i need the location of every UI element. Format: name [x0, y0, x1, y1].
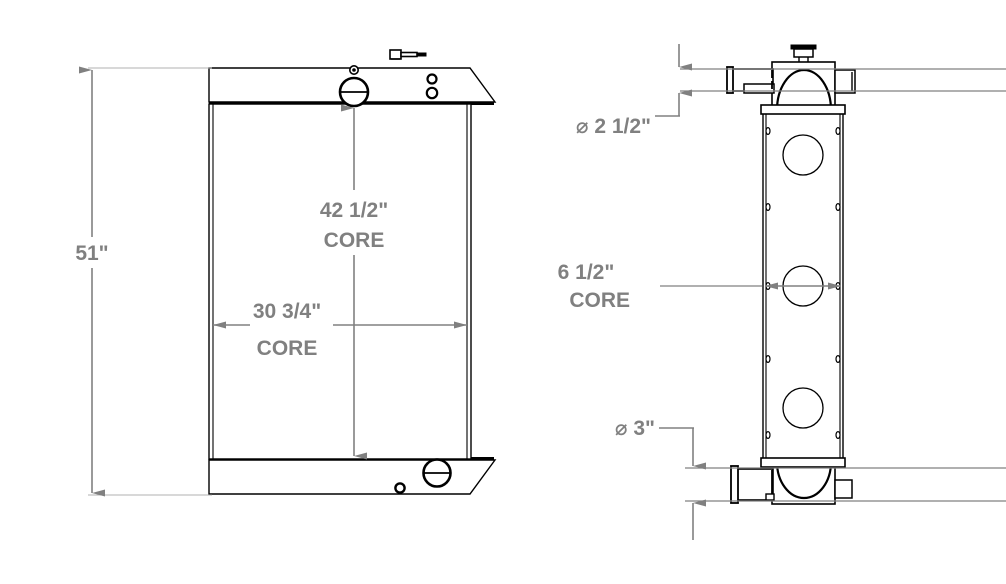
side-bolt-l1 [765, 126, 771, 135]
outlet-diameter-dimension: ⌀ 3" [615, 417, 1006, 540]
top-hose-flange [726, 66, 734, 94]
front-core [208, 103, 472, 460]
side-filler-neck [793, 48, 814, 58]
core-height-label-value: 42 1/2" [320, 199, 388, 222]
side-bottom-stub [834, 479, 853, 499]
core-inner-rect [212, 103, 468, 460]
side-bolt-r4 [835, 355, 841, 364]
side-filler-cap [790, 44, 817, 50]
side-bolt-r5 [835, 431, 841, 440]
side-bottom-tank [760, 457, 853, 505]
lower-plug-outer [394, 482, 406, 494]
core-width-label-value: 30 3/4" [253, 300, 321, 323]
core-depth-label-value: 6 1/2" [558, 261, 615, 284]
cap-bolt-inner [352, 68, 356, 72]
overall-height-label: 51" [75, 242, 108, 265]
core-depth-label-core: CORE [569, 289, 630, 312]
bottom-hose-flange [730, 465, 739, 504]
upper-port-1 [426, 73, 438, 85]
cap-bolt-circle [348, 65, 359, 76]
side-bottom-tank-flange [760, 457, 846, 468]
front-view [208, 49, 497, 495]
top-hose-lower-stub [743, 83, 775, 94]
valve-fitting [389, 49, 427, 60]
core-height-label-core: CORE [324, 229, 385, 252]
side-bolt-r2 [835, 203, 841, 212]
side-core-hole-top [782, 134, 824, 176]
valve-tip [416, 52, 427, 57]
outlet-diameter-label: ⌀ 3" [615, 417, 655, 440]
core-height-dimension: 42 1/2" CORE [320, 104, 388, 460]
side-core-hole-bottom [782, 387, 824, 429]
side-bottom-tank-dome [775, 461, 833, 500]
lower-drain-circle [422, 458, 452, 488]
lower-plug-circle [394, 482, 406, 494]
upper-small-ports [425, 73, 439, 100]
inlet-diameter-label: ⌀ 2 1/2" [576, 115, 651, 138]
bottom-outlet-hose [730, 465, 775, 504]
front-bottom-tank [208, 457, 497, 495]
inlet-diameter-dimension: ⌀ 2 1/2" [576, 44, 1006, 138]
top-inlet-hose [726, 66, 775, 94]
core-width-label-core: CORE [257, 337, 318, 360]
side-view [726, 44, 856, 505]
bottom-tank-body [208, 459, 497, 495]
side-top-tank [760, 44, 856, 115]
side-bolt-l5 [765, 431, 771, 440]
valve-stem [400, 51, 418, 58]
bottom-hose-tab [765, 493, 775, 501]
upper-port-2 [425, 86, 439, 100]
overall-height-dimension: 51" [75, 66, 212, 497]
core-depth-dimension: 6 1/2" CORE [558, 261, 841, 312]
core-width-dimension: 30 3/4" CORE [213, 300, 467, 360]
side-bolt-l2 [765, 203, 771, 212]
side-bolt-l4 [765, 355, 771, 364]
valve-body [389, 49, 402, 60]
side-top-tank-flange [760, 104, 846, 115]
filler-neck-circle [338, 76, 370, 108]
core-outer-rect [208, 103, 472, 460]
side-top-tank-dome [775, 68, 833, 111]
side-bolt-r1 [835, 126, 841, 135]
side-right-stub [834, 69, 856, 94]
